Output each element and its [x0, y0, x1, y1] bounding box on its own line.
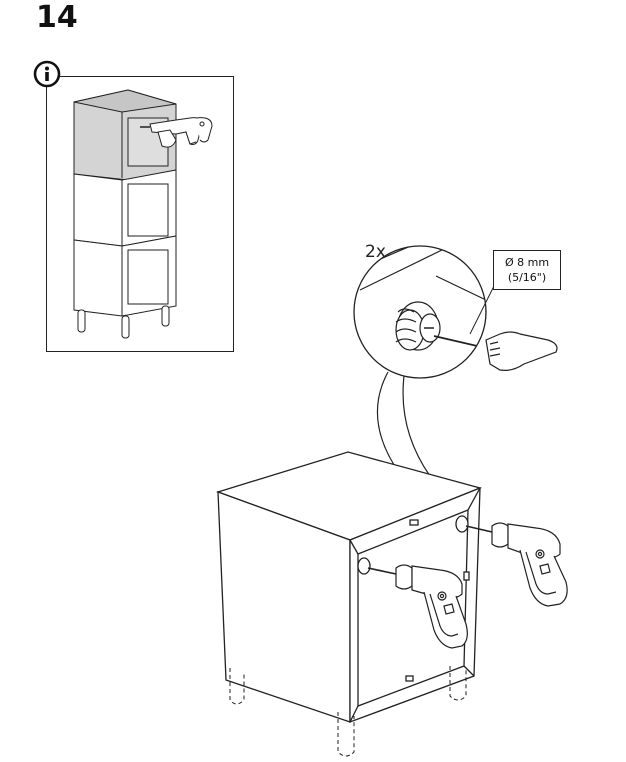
- drill-bit-size-imperial: (5/16"): [507, 271, 547, 284]
- step-number: 14: [36, 0, 78, 35]
- drill-icon: [491, 522, 568, 607]
- drill-icon: [395, 564, 468, 649]
- quantity-label: 2x: [365, 242, 386, 262]
- drill-bit-size: Ø 8 mm: [504, 256, 550, 269]
- inset-drill-icon: [140, 117, 213, 145]
- drill-bit-spec: Ø 8 mm (5/16"): [493, 250, 561, 290]
- cabinet-illustration: [215, 451, 483, 723]
- inset-overview-frame: [46, 76, 234, 352]
- cabinet-legs: [229, 666, 467, 757]
- inset-cabinet-stack: [73, 89, 177, 339]
- info-icon: [33, 60, 61, 88]
